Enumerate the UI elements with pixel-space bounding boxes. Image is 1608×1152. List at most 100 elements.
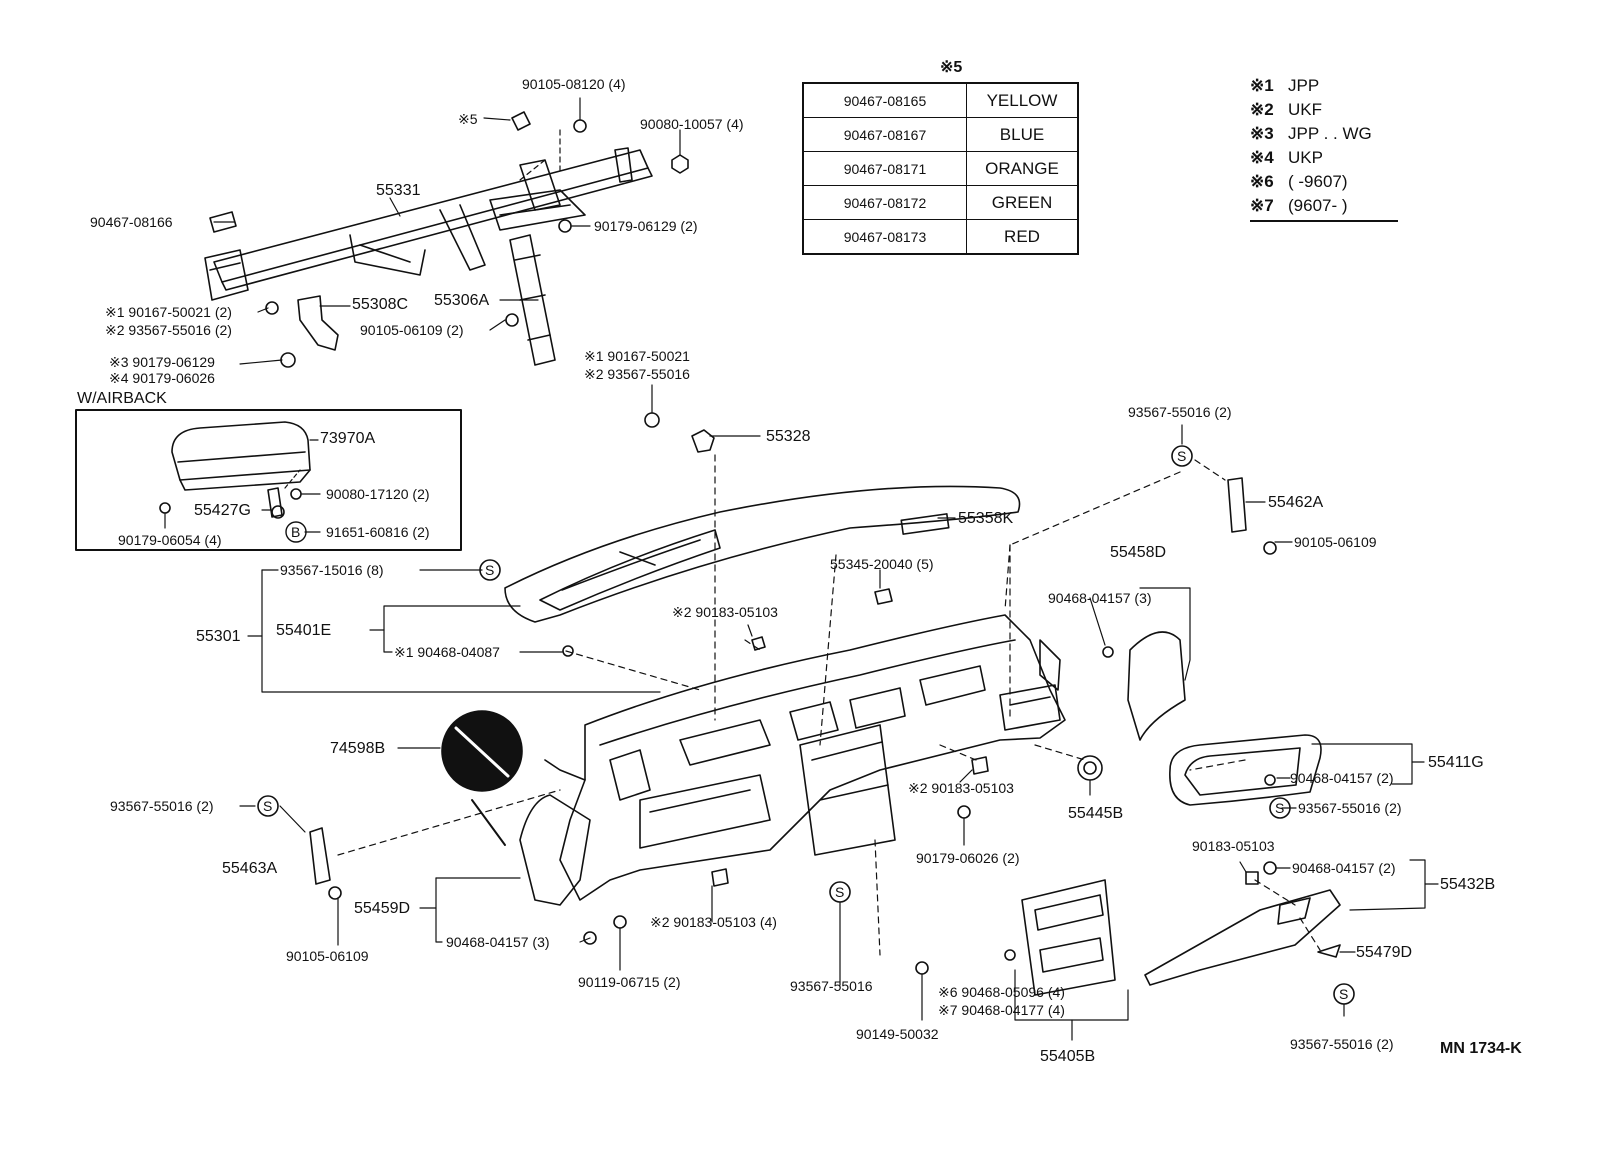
table-cell-part: 90467-08167	[802, 117, 967, 152]
bracket-55462a	[1227, 477, 1247, 533]
part-callout: 55331	[376, 182, 421, 199]
side-panel-55459d	[519, 794, 591, 906]
airbag-module	[159, 421, 321, 543]
part-callout: 55401E	[276, 622, 332, 639]
meter-cluster-hood	[1169, 734, 1322, 806]
airback-box-label: W/AIRBACK	[77, 390, 167, 407]
garnish-55358k	[900, 513, 950, 535]
part-callout: 55427G	[194, 502, 251, 519]
part-callout: 55458D	[1110, 544, 1167, 561]
reinforcement-beam	[204, 147, 653, 301]
legend-key: ※4	[1250, 148, 1274, 167]
legend-row: ※1 JPP	[1250, 74, 1400, 98]
table-cell-part: 90467-08173	[802, 219, 967, 255]
legend-underline	[1250, 220, 1398, 222]
bracket-55306a	[509, 234, 556, 366]
part-callout: 55301	[196, 628, 241, 645]
note5-header: ※5	[940, 59, 963, 76]
part-callout: 90183-05103	[1192, 838, 1275, 854]
part-callout: 90467-08166	[90, 214, 173, 230]
part-callout: 91651-60816 (2)	[326, 524, 430, 540]
table-cell-part: 90467-08172	[802, 185, 967, 220]
table-row: 90467-08167 BLUE	[802, 117, 1079, 152]
hole-cover-55479d	[1317, 944, 1341, 958]
legend-key: ※7	[1250, 196, 1274, 215]
s-symbol: S	[1177, 448, 1187, 464]
part-callout: ※2 90183-05103	[672, 604, 778, 620]
part-callout: ※3 90179-06129	[109, 354, 215, 370]
part-callout: ※1 90167-50021 (2)	[105, 304, 232, 320]
part-callout: 93567-55016 (2)	[1128, 404, 1232, 420]
part-callout: ※4 90179-06026	[109, 370, 215, 386]
part-callout: ※1 90167-50021	[584, 348, 690, 364]
center-cluster-55405b	[1021, 879, 1116, 996]
part-callout: 73970A	[320, 430, 376, 447]
part-callout: 93567-55016 (2)	[1298, 800, 1402, 816]
part-callout: ※2 90183-05103 (4)	[650, 914, 777, 930]
part-callout: 55462A	[1268, 494, 1324, 511]
legend-row: ※6( -9607)	[1250, 170, 1400, 194]
s-symbol: S	[835, 884, 845, 900]
table-row: 90467-08171 ORANGE	[802, 151, 1079, 186]
part-callout: 90105-08120 (4)	[522, 76, 626, 92]
part-callout: 55328	[766, 428, 811, 445]
legend-value: JPP	[1288, 76, 1320, 95]
s-markers	[257, 445, 1355, 1005]
leaders-lower	[239, 384, 1439, 1041]
part-callout: 90179-06054 (4)	[118, 532, 222, 548]
part-callout: 55445B	[1068, 805, 1124, 822]
legend-row: ※4 UKP	[1250, 146, 1400, 170]
part-callout: 90080-17120 (2)	[326, 486, 430, 502]
legend-key: ※2	[1250, 100, 1274, 119]
part-callout: 90468-04157 (3)	[446, 934, 550, 950]
legend-key: ※1	[1250, 76, 1274, 95]
part-callout: 90179-06026 (2)	[916, 850, 1020, 866]
s-symbol: S	[263, 798, 273, 814]
legend-value: ( -9607)	[1288, 172, 1348, 191]
legend-row: ※2 UKF	[1250, 98, 1400, 122]
part-callout: 55306A	[434, 292, 490, 309]
part-callout: 55432B	[1440, 876, 1496, 893]
part-callout: 90149-50032	[856, 1026, 939, 1042]
drawing-code: MN 1734-K	[1440, 1040, 1522, 1057]
part-callout: 90105-06109	[1294, 534, 1377, 550]
legend-value: UKP	[1288, 148, 1323, 167]
part-callout: 74598B	[330, 740, 386, 757]
part-callout: 55358K	[958, 510, 1014, 527]
part-callout: 55459D	[354, 900, 411, 917]
table-cell-color: GREEN	[966, 185, 1079, 220]
s-symbol: S	[485, 562, 495, 578]
assembly-dashes	[337, 454, 1321, 956]
part-callout: 55411G	[1428, 754, 1484, 771]
bracket-55463a	[309, 827, 331, 885]
instrument-panel-upper-pad	[504, 485, 1021, 623]
part-callout: 90468-04157 (3)	[1048, 590, 1152, 606]
s-symbol: S	[1275, 800, 1285, 816]
table-row: 90467-08173 RED	[802, 219, 1079, 255]
part-callout: 90119-06715 (2)	[578, 974, 681, 990]
part-callout: 93567-15016 (8)	[280, 562, 384, 578]
part-callout: 93567-55016 (2)	[1290, 1036, 1394, 1052]
part-callout: ※6 90468-05096 (4)	[938, 984, 1065, 1000]
part-callout: ※5	[458, 111, 478, 127]
part-callout: 90468-04157 (2)	[1292, 860, 1396, 876]
part-callout: 55345-20040 (5)	[830, 556, 934, 572]
part-callout: 93567-55016	[790, 978, 873, 994]
legend-value: JPP . . WG	[1288, 124, 1372, 143]
caution-label-74598b	[441, 710, 523, 846]
part-callout: 55405B	[1040, 1048, 1096, 1065]
leaders-top	[213, 97, 681, 365]
legend-value: UKF	[1288, 100, 1322, 119]
airback-box-frame	[75, 409, 462, 551]
table-row: 90467-08165 YELLOW	[802, 82, 1079, 118]
table-row: 90467-08172 GREEN	[802, 185, 1079, 220]
fasteners-lower	[328, 412, 1277, 975]
legend-row: ※7(9607- )	[1250, 194, 1400, 218]
table-cell-part: 90467-08171	[802, 151, 967, 186]
b-symbol: B	[291, 524, 301, 540]
part-callout: ※2 90183-05103	[908, 780, 1014, 796]
